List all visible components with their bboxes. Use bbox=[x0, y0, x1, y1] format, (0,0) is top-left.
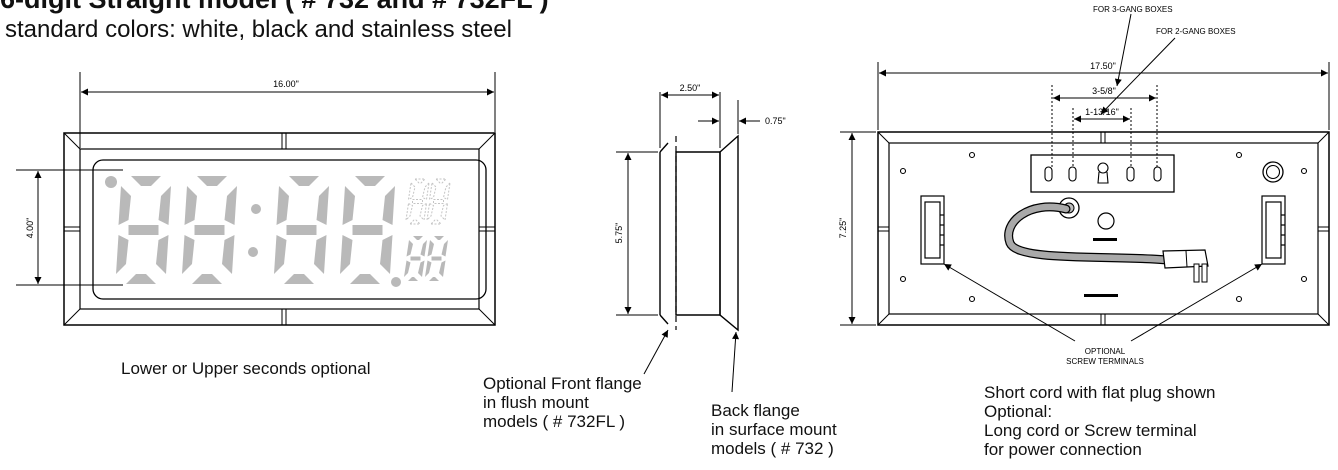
front-outer-frame bbox=[63, 132, 496, 326]
back-inner-frame bbox=[888, 142, 1319, 315]
digit-segments bbox=[425, 236, 448, 281]
side-depth-label: 2.50" bbox=[680, 83, 701, 93]
digit-segments bbox=[182, 176, 237, 284]
digit-segments-optional bbox=[426, 178, 451, 225]
colon-dot bbox=[391, 277, 401, 287]
front-flange-caption: Optional Front flange in flush mount mod… bbox=[483, 374, 642, 431]
back-flange bbox=[719, 134, 739, 332]
screw-terminal-right bbox=[1261, 195, 1286, 265]
front-height-label: 4.00" bbox=[25, 218, 35, 239]
digit-segments bbox=[274, 176, 329, 284]
page-subtitle: standard colors: white, black and stainl… bbox=[5, 16, 512, 43]
flat-plug bbox=[1162, 249, 1209, 269]
side-flange-label: 0.75" bbox=[765, 116, 786, 126]
terminal-leader-right bbox=[1130, 263, 1263, 342]
terminal-leader-left bbox=[943, 263, 1076, 342]
front-flange-leader bbox=[643, 329, 669, 375]
back-flange-leader bbox=[731, 331, 740, 393]
seven-segment-digits bbox=[105, 176, 451, 287]
digit-segments bbox=[340, 176, 395, 284]
front-dimensions bbox=[16, 72, 496, 286]
back-width-label: 17.50" bbox=[1090, 61, 1116, 71]
page-title: 6-digit Straight model ( # 732 and # 732… bbox=[0, 0, 549, 14]
digit-segments bbox=[404, 236, 427, 281]
digit-segments-optional bbox=[405, 178, 430, 225]
power-knob bbox=[1262, 161, 1284, 183]
back-view bbox=[840, 13, 1330, 342]
center-hole bbox=[1097, 212, 1115, 230]
label-2gang: FOR 2-GANG BOXES bbox=[1156, 27, 1236, 36]
dim-3gang-label: 3-5/8" bbox=[1092, 86, 1116, 96]
screw-terminal-left bbox=[920, 195, 945, 265]
front-inner-frame bbox=[79, 148, 480, 310]
keyhole-bracket bbox=[1030, 154, 1175, 193]
colon-dot bbox=[251, 204, 261, 214]
front-view-caption: Lower or Upper seconds optional bbox=[121, 359, 371, 378]
front-width-label: 16.00" bbox=[273, 79, 299, 89]
side-view bbox=[616, 91, 760, 393]
leader-2gang bbox=[1100, 37, 1176, 115]
digit-segments bbox=[116, 176, 171, 284]
colon-dot bbox=[248, 247, 258, 257]
dim-2gang-label: 1-13/16" bbox=[1085, 107, 1119, 117]
front-view bbox=[63, 132, 496, 326]
side-body bbox=[675, 151, 721, 316]
leader-3gang bbox=[1114, 13, 1132, 87]
back-height-label: 7.25" bbox=[838, 218, 848, 239]
label-3gang: FOR 3-GANG BOXES bbox=[1093, 5, 1173, 14]
back-view-caption: Short cord with flat plug shown Optional… bbox=[984, 383, 1216, 459]
colon-dot bbox=[105, 176, 117, 188]
side-height-label: 5.75" bbox=[614, 223, 624, 244]
back-outer-frame bbox=[877, 131, 1330, 326]
mounting-holes bbox=[899, 151, 1308, 303]
display-window bbox=[92, 159, 487, 300]
back-flange-caption: Back flange in surface mount models ( # … bbox=[711, 401, 837, 458]
